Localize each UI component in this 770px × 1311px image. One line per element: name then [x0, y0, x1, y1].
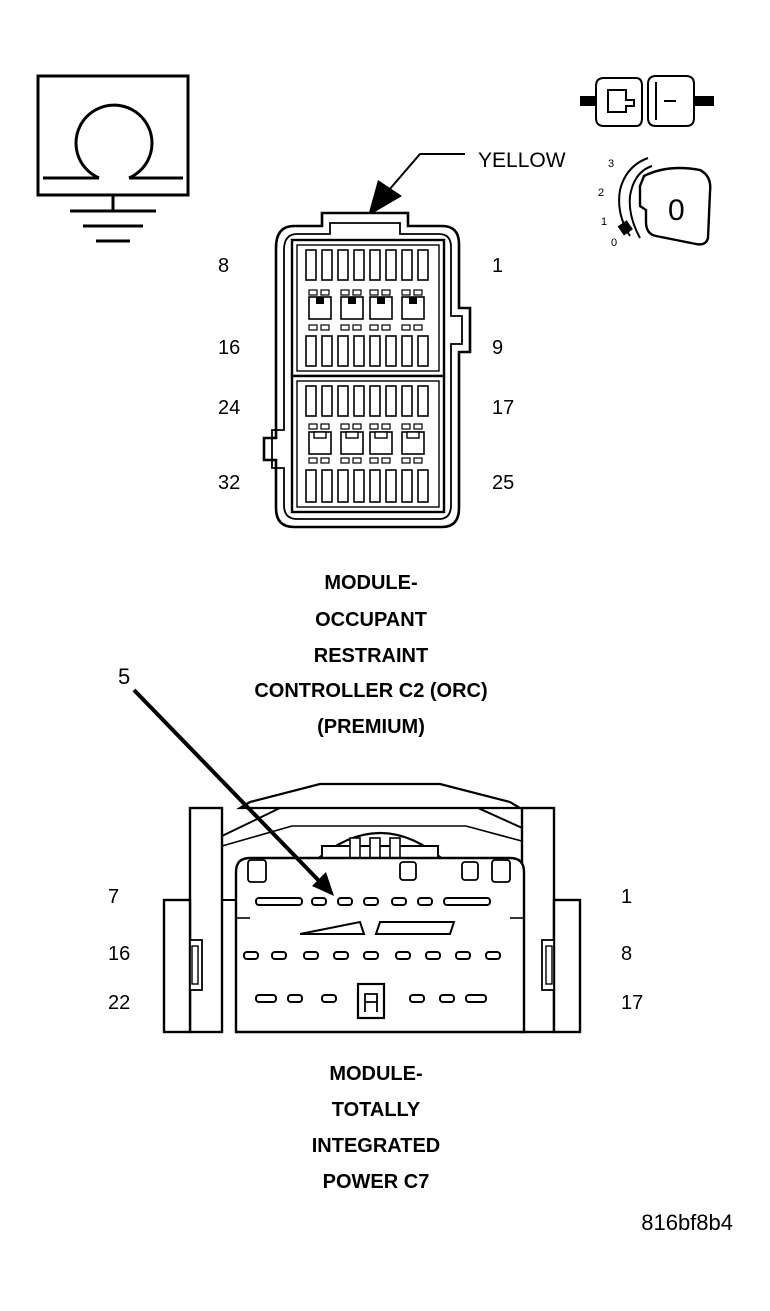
ignition-key-switch-icon: 3 2 1 0 0 [598, 157, 712, 249]
orc-pin-label-32: 32 [218, 472, 240, 494]
orc-color-label: YELLOW [478, 149, 566, 172]
callout-5-leader [132, 688, 326, 888]
yellow-arrow-icon [368, 180, 402, 216]
orc-title-line-1: MODULE- [324, 572, 417, 594]
tipm-title-line-4: POWER C7 [323, 1171, 430, 1193]
tipm-pin-label-1: 1 [621, 886, 632, 908]
tipm-title: MODULE- TOTALLY INTEGRATED POWER C7 [312, 1063, 441, 1193]
orc-title-line-3: RESTRAINT [314, 645, 428, 667]
orc-title-line-4: CONTROLLER C2 (ORC) [254, 680, 487, 702]
figure-id: 816bf8b4 [641, 1210, 733, 1235]
tipm-title-line-3: INTEGRATED [312, 1135, 441, 1157]
tipm-pin-label-16: 16 [108, 943, 130, 965]
tipm-terminal-grid [243, 897, 501, 1020]
orc-pin-label-17: 17 [492, 397, 514, 419]
orc-pin-label-1: 1 [492, 255, 503, 277]
ignition-position-2: 2 [598, 187, 604, 199]
tipm-pin-label-7: 7 [108, 886, 119, 908]
tipm-latch-icon [356, 982, 386, 1020]
ignition-key-label: 0 [668, 194, 685, 227]
orc-housing-inner [271, 222, 463, 520]
orc-pin-label-8: 8 [218, 255, 229, 277]
orc-pin-label-24: 24 [218, 397, 240, 419]
ohmmeter-ground-icon [36, 74, 190, 243]
connector-plug-icon [580, 75, 714, 127]
ignition-position-3: 3 [608, 158, 614, 170]
orc-pin-label-16: 16 [218, 337, 240, 359]
orc-pin-label-9: 9 [492, 337, 503, 359]
callout-5-label: 5 [118, 664, 130, 689]
orc-title: MODULE- OCCUPANT RESTRAINT CONTROLLER C2… [254, 572, 487, 738]
tipm-title-line-2: TOTALLY [332, 1099, 421, 1121]
tipm-pin-label-8: 8 [621, 943, 632, 965]
orc-title-line-5: (PREMIUM) [317, 716, 425, 738]
tipm-pin-label-22: 22 [108, 992, 130, 1014]
orc-title-line-2: OCCUPANT [315, 609, 427, 631]
orc-c2-connector: YELLOW [218, 149, 566, 738]
ignition-position-1: 1 [601, 216, 607, 228]
orc-terminal-grid [305, 249, 429, 503]
orc-pin-label-25: 25 [492, 472, 514, 494]
tipm-c7-connector: 5 7 16 22 1 8 17 MODULE- TOTALLY INTEGRA… [108, 664, 643, 1193]
callout-5-arrow-icon [312, 872, 334, 896]
tipm-pin-label-17: 17 [621, 992, 643, 1014]
ignition-position-0: 0 [611, 237, 617, 249]
tipm-title-line-1: MODULE- [329, 1063, 422, 1085]
